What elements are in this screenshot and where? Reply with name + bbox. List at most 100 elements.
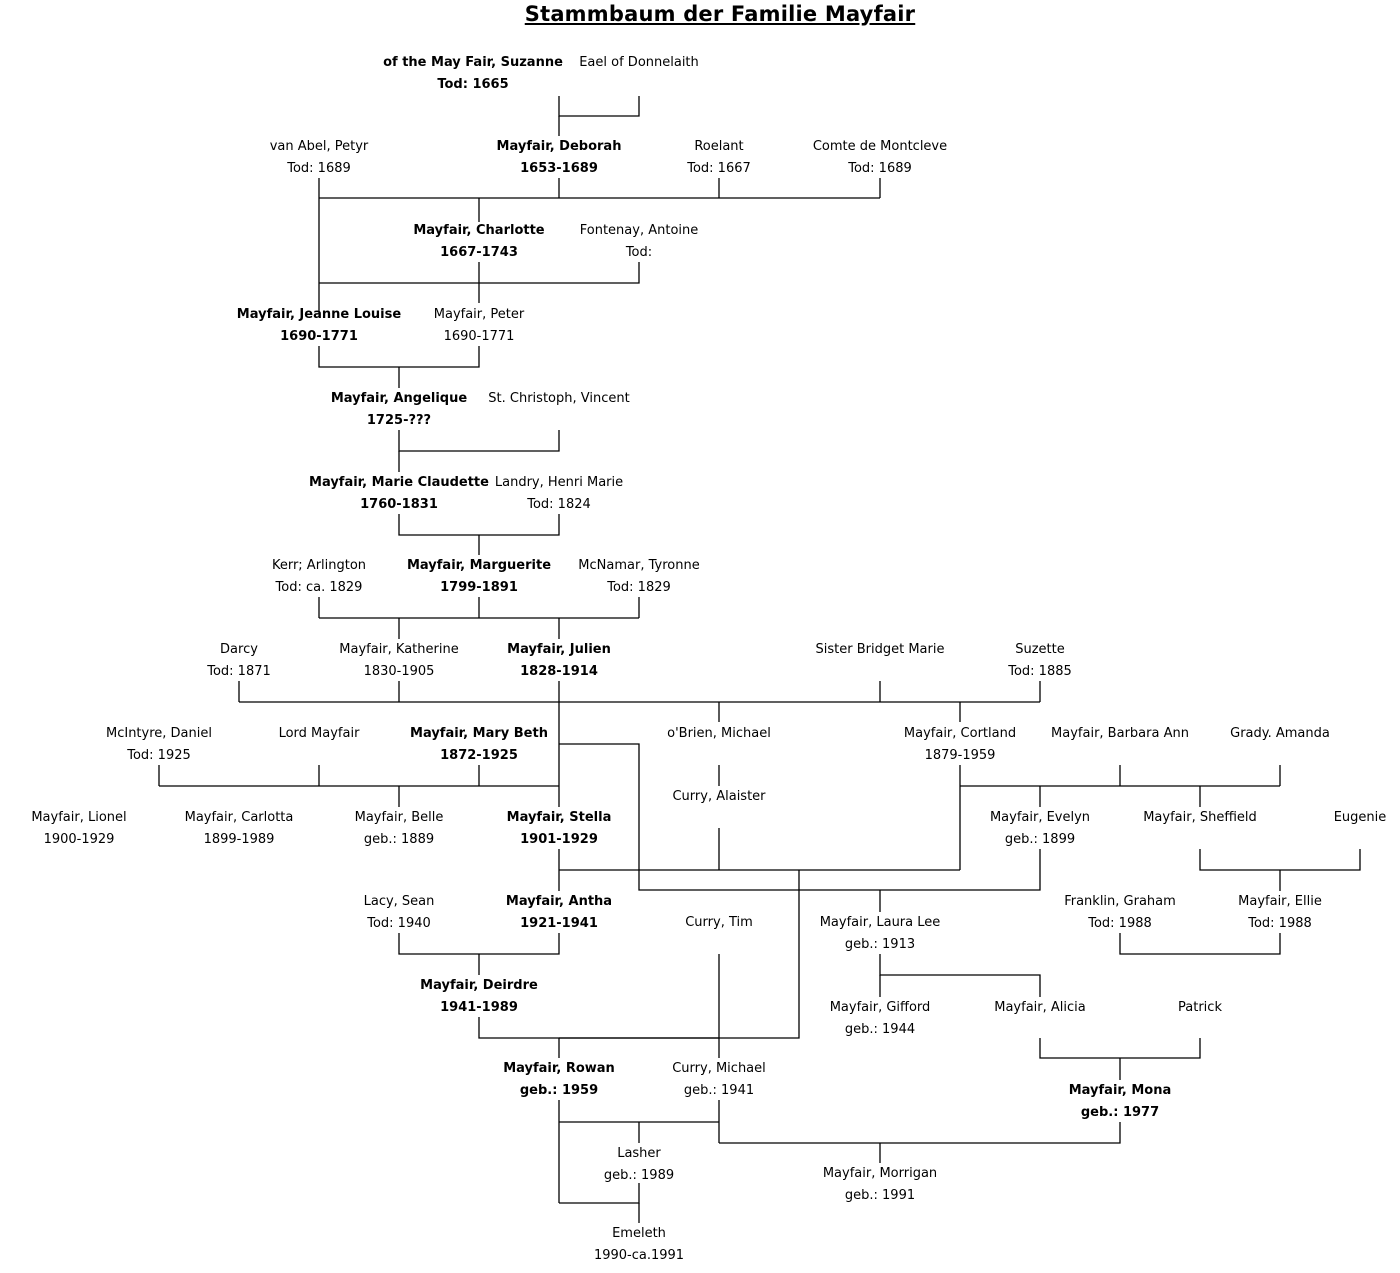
person-name: Curry, Alaister xyxy=(672,789,766,804)
person-node: Mayfair, Marguerite 1799-1891 xyxy=(369,555,589,599)
person-node: Mayfair, Barbara Ann xyxy=(1010,723,1230,745)
person-dates: Tod: 1665 xyxy=(437,77,509,92)
person-name: Suzette xyxy=(1015,642,1065,657)
person-name: McIntyre, Daniel xyxy=(106,726,212,741)
person-node: Mayfair, Mona geb.: 1977 xyxy=(1010,1080,1230,1124)
person-dates: geb.: 1913 xyxy=(844,937,916,952)
person-dates: geb.: 1944 xyxy=(844,1022,916,1037)
person-node: Mayfair, Rowan geb.: 1959 xyxy=(449,1058,669,1102)
person-dates: Tod: 1667 xyxy=(687,161,751,176)
person-name: Comte de Montcleve xyxy=(812,139,948,154)
person-dates: Tod: 1988 xyxy=(1248,916,1312,931)
person-dates: Tod: ca. 1829 xyxy=(275,580,363,595)
person-name: Patrick xyxy=(1178,1000,1222,1015)
person-node: Patrick xyxy=(1090,997,1310,1019)
person-name: Mayfair, Barbara Ann xyxy=(1051,726,1189,741)
person-name: Curry, Tim xyxy=(685,915,753,930)
person-node: Eael of Donnelaith xyxy=(529,52,749,74)
person-name: Mayfair, Antha xyxy=(505,894,613,909)
person-dates: Tod: 1885 xyxy=(1008,664,1072,679)
person-node: Mayfair, Peter 1690-1771 xyxy=(369,304,589,348)
person-name: Darcy xyxy=(220,642,258,657)
person-name: Mayfair, Marguerite xyxy=(406,558,552,573)
person-dates: 1830-1905 xyxy=(363,664,435,679)
person-name: Mayfair, Marie Claudette xyxy=(309,475,489,490)
person-dates: geb.: 1941 xyxy=(683,1083,755,1098)
person-name: of the May Fair, Suzanne xyxy=(383,55,563,70)
person-name: Mayfair, Peter xyxy=(433,307,525,322)
person-name: Kerr; Arlington xyxy=(271,558,367,573)
person-name: Mayfair, Jeanne Louise xyxy=(236,307,402,322)
person-node: Mayfair, Evelyn geb.: 1899 xyxy=(930,807,1150,851)
person-name: Roelant xyxy=(694,139,744,154)
person-name: Sister Bridget Marie xyxy=(815,642,945,657)
person-dates: geb.: 1899 xyxy=(1004,832,1076,847)
person-name: Mayfair, Deborah xyxy=(496,139,622,154)
person-name: Eugenie xyxy=(1333,810,1387,825)
person-node: Mayfair, Katherine 1830-1905 xyxy=(289,639,509,683)
person-dates: 1667-1743 xyxy=(440,245,518,260)
person-node: Mayfair, Marie Claudette 1760-1831 xyxy=(289,472,509,516)
person-name: Mayfair, Stella xyxy=(506,810,612,825)
person-dates: geb.: 1989 xyxy=(603,1168,675,1183)
person-dates: geb.: 1991 xyxy=(844,1188,916,1203)
person-name: Eael of Donnelaith xyxy=(579,55,699,70)
person-name: Mayfair, Lionel xyxy=(31,810,127,825)
person-name: Mayfair, Angelique xyxy=(330,391,468,406)
person-name: Mayfair, Alicia xyxy=(994,1000,1086,1015)
person-name: o'Brien, Michael xyxy=(667,726,771,741)
person-name: Lacy, Sean xyxy=(363,894,435,909)
person-dates: 1921-1941 xyxy=(520,916,598,931)
person-name: Mayfair, Rowan xyxy=(503,1061,615,1076)
person-name: McNamar, Tyronne xyxy=(578,558,700,573)
person-node: Sister Bridget Marie xyxy=(770,639,990,661)
person-name: Mayfair, Belle xyxy=(354,810,444,825)
person-dates: geb.: 1959 xyxy=(519,1083,599,1098)
person-dates: Tod: 1824 xyxy=(527,497,591,512)
person-dates: 1828-1914 xyxy=(520,664,598,679)
person-name: Mayfair, Katherine xyxy=(339,642,459,657)
person-dates: 1799-1891 xyxy=(440,580,518,595)
person-node: Mayfair, Alicia xyxy=(930,997,1150,1019)
person-dates: 1900-1929 xyxy=(43,832,115,847)
person-dates: geb.: 1977 xyxy=(1080,1105,1160,1120)
person-node: Mayfair, Lionel 1900-1929 xyxy=(0,807,189,851)
person-dates: Tod: 1689 xyxy=(848,161,912,176)
person-dates: geb.: 1889 xyxy=(363,832,435,847)
person-name: Lasher xyxy=(617,1146,661,1161)
person-node: Mayfair, Belle geb.: 1889 xyxy=(289,807,509,851)
person-name: Mayfair, Mona xyxy=(1068,1083,1172,1098)
person-node: St. Christoph, Vincent xyxy=(449,388,669,410)
person-dates: Tod: 1940 xyxy=(367,916,431,931)
person-name: van Abel, Petyr xyxy=(269,139,369,154)
family-tree-title: Stammbaum der Familie Mayfair xyxy=(524,2,916,26)
person-node: o'Brien, Michael xyxy=(609,723,829,745)
person-name: Mayfair, Evelyn xyxy=(989,810,1091,825)
person-name: Mayfair, Laura Lee xyxy=(819,915,941,930)
person-node: Grady. Amanda xyxy=(1170,723,1390,745)
person-node: Lasher geb.: 1989 xyxy=(529,1143,749,1187)
person-dates: 1690-1771 xyxy=(443,329,515,344)
person-node: Mayfair, Sheffield xyxy=(1090,807,1310,829)
person-name: Mayfair, Julien xyxy=(507,642,611,657)
person-node: Mayfair, Antha 1921-1941 xyxy=(449,891,669,935)
person-name: Mayfair, Deirdre xyxy=(420,978,538,993)
person-name: Lord Mayfair xyxy=(278,726,360,741)
person-dates: 1760-1831 xyxy=(360,497,438,512)
